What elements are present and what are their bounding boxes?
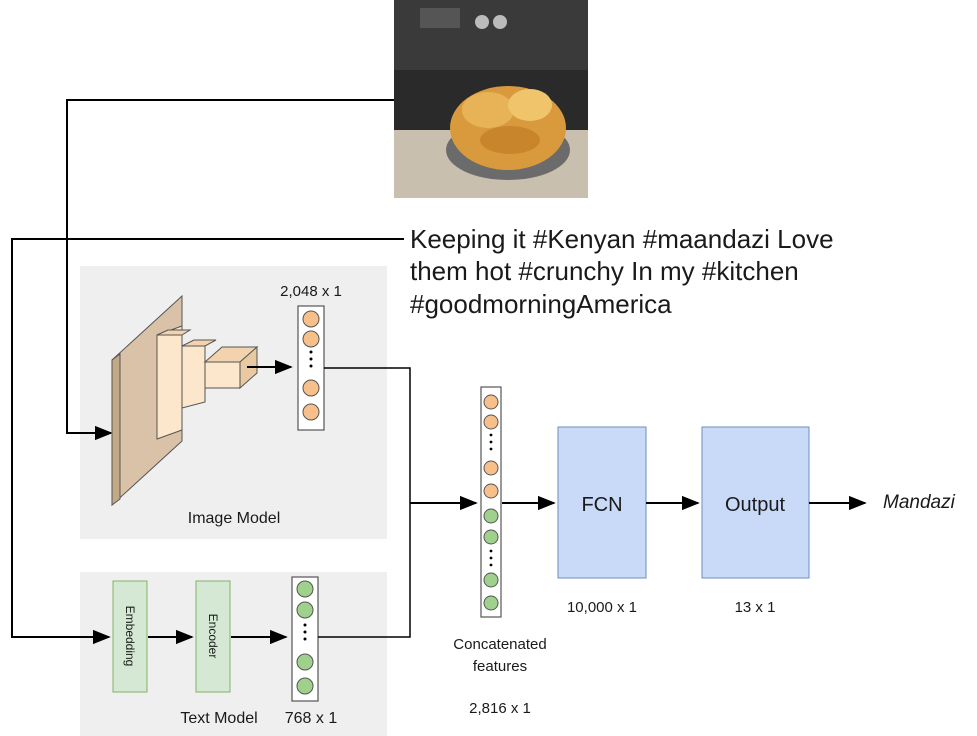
cnn-layers bbox=[111, 294, 259, 507]
concat-label-line-1: Concatenated bbox=[453, 636, 546, 653]
embedding-block bbox=[112, 580, 148, 693]
concat-dim: 2,816 x 1 bbox=[469, 700, 531, 717]
image-feature-vector bbox=[297, 305, 325, 431]
image-vector-connector bbox=[324, 367, 411, 503]
caption-connector bbox=[11, 238, 404, 645]
text-feature-vector bbox=[291, 576, 319, 702]
output-dim: 13 x 1 bbox=[735, 599, 776, 616]
encoder-block bbox=[195, 580, 231, 693]
concatenated-feature-vector bbox=[480, 386, 502, 618]
caption-line-3: #goodmorningAmerica bbox=[410, 289, 672, 319]
concat-label-line-2: features bbox=[473, 658, 527, 675]
image-vector-dim: 2,048 x 1 bbox=[280, 283, 342, 300]
image-model-title: Image Model bbox=[188, 510, 281, 527]
text-vector-connector bbox=[318, 503, 411, 638]
output-label: Output bbox=[725, 494, 785, 516]
photo-connector bbox=[66, 99, 394, 441]
embedding-label: Embedding bbox=[123, 606, 137, 667]
fcn-dim: 10,000 x 1 bbox=[567, 599, 637, 616]
encoder-label: Encoder bbox=[206, 614, 220, 659]
prediction-label: Mandazi bbox=[883, 492, 956, 513]
fcn-block bbox=[557, 426, 647, 579]
caption-line-2: them hot #crunchy In my #kitchen bbox=[410, 256, 799, 286]
caption-line-1: Keeping it #Kenyan #maandazi Love bbox=[410, 224, 834, 254]
fcn-label: FCN bbox=[581, 494, 622, 516]
text-model-title: Text Model bbox=[180, 710, 257, 727]
text-vector-dim: 768 x 1 bbox=[285, 710, 338, 727]
input-photo bbox=[394, 0, 588, 198]
output-block bbox=[701, 426, 810, 579]
